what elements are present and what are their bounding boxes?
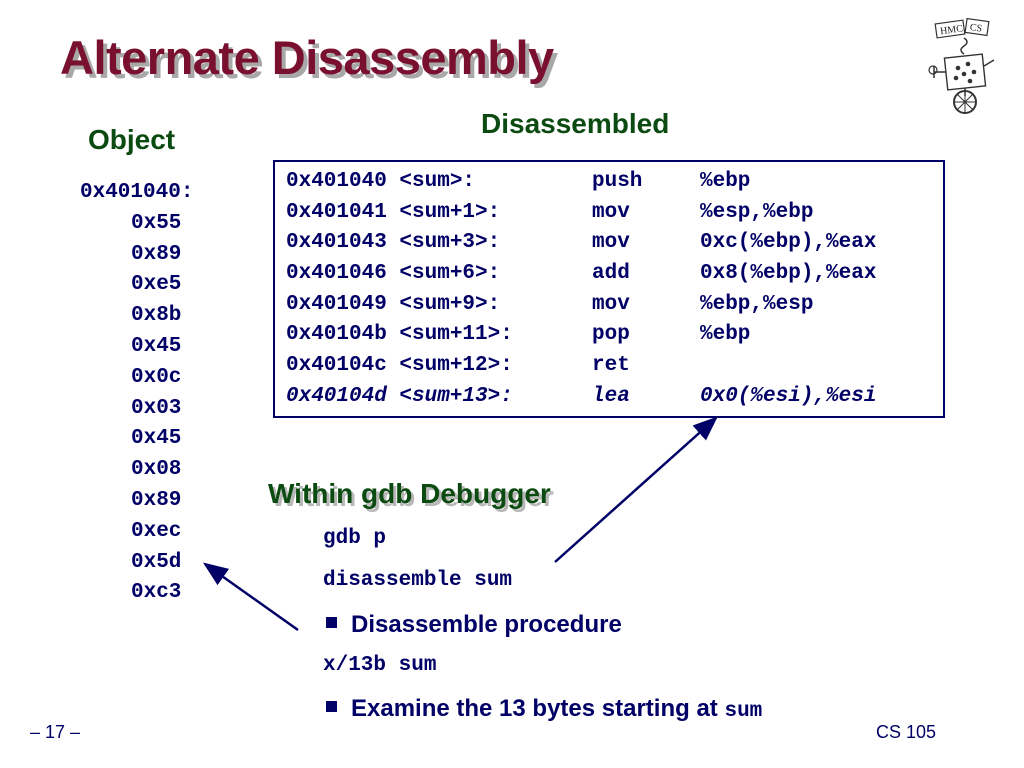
instruction-operands: %ebp,%esp bbox=[700, 292, 814, 316]
gdb-heading: Within gdb Debugger bbox=[268, 478, 551, 509]
instruction-operands: %ebp bbox=[700, 170, 751, 193]
bullet-square-icon bbox=[326, 617, 337, 629]
instruction-operands: 0x0(%esi),%esi bbox=[700, 384, 877, 408]
gdb-command: gdb p bbox=[323, 527, 387, 550]
object-byte: 0x08 bbox=[131, 458, 182, 482]
object-byte: 0x45 bbox=[131, 334, 182, 358]
disassembly-row: 0x401041 <sum+1>: mov %esp,%ebp bbox=[286, 201, 936, 232]
instruction-address: 0x401049 <sum+9>: bbox=[286, 292, 501, 316]
arrow-to-object-bytes bbox=[202, 562, 299, 632]
object-byte-list: 0x401040: 0x55 0x89 0xe5 0x8b 0x45 0x0c … bbox=[80, 178, 193, 609]
arrow-to-disassembly bbox=[554, 416, 718, 563]
bullet-text: Disassemble procedure bbox=[351, 611, 622, 638]
instruction-opcode: lea bbox=[592, 384, 630, 408]
bullet-item: Disassemble procedure bbox=[326, 611, 622, 639]
disassembly-row: 0x40104b <sum+11>: pop %ebp bbox=[286, 323, 936, 354]
page-number: – 17 – bbox=[30, 722, 81, 742]
disassembly-row: 0x40104c <sum+12>: ret bbox=[286, 354, 936, 385]
object-byte: 0x89 bbox=[131, 488, 182, 512]
bullet-text: Examine the 13 bytes starting at bbox=[351, 695, 725, 722]
bullet-item: Examine the 13 bytes starting at sum bbox=[326, 695, 762, 723]
object-heading: Object bbox=[88, 124, 176, 155]
disassembly-box: 0x401040 <sum>: push %ebp 0x401041 <sum+… bbox=[273, 160, 945, 418]
object-byte: 0x45 bbox=[131, 427, 182, 451]
object-byte: 0x8b bbox=[131, 304, 182, 328]
instruction-address: 0x401040 <sum>: bbox=[286, 170, 476, 193]
disassembly-row-padding: 0x40104d <sum+13>: lea 0x0(%esi),%esi bbox=[286, 385, 936, 416]
slide-title: Alternate Disassembly bbox=[60, 31, 554, 84]
gdb-command: disassemble sum bbox=[323, 569, 513, 592]
instruction-operands: %ebp bbox=[700, 323, 751, 347]
disassembly-row: 0x401040 <sum>: push %ebp bbox=[286, 170, 936, 201]
object-byte: 0xc3 bbox=[131, 581, 182, 605]
bullet-square-icon bbox=[326, 701, 337, 713]
instruction-opcode: mov bbox=[592, 200, 630, 224]
object-byte: 0xe5 bbox=[131, 273, 182, 297]
instruction-opcode: ret bbox=[592, 354, 630, 378]
course-label: CS 105 bbox=[876, 722, 937, 742]
instruction-opcode: add bbox=[592, 262, 630, 286]
bullet-inline-code: sum bbox=[724, 700, 763, 723]
gdb-command: x/13b sum bbox=[323, 654, 437, 677]
object-byte: 0x55 bbox=[131, 211, 182, 235]
disassembly-row: 0x401046 <sum+6>: add 0x8(%ebp),%eax bbox=[286, 262, 936, 293]
object-byte: 0x03 bbox=[131, 396, 182, 420]
instruction-address: 0x40104c <sum+12>: bbox=[286, 354, 513, 378]
object-byte: 0x89 bbox=[131, 242, 182, 266]
instruction-opcode: mov bbox=[592, 231, 630, 255]
object-byte: 0xec bbox=[131, 519, 182, 543]
object-byte: 0x5d bbox=[131, 550, 182, 574]
instruction-address: 0x40104d <sum+13>: bbox=[286, 384, 513, 408]
instruction-opcode: mov bbox=[592, 292, 630, 316]
object-address: 0x401040: bbox=[80, 181, 194, 204]
logo-text-right: CS bbox=[969, 22, 983, 35]
instruction-operands: 0x8(%ebp),%eax bbox=[700, 262, 877, 286]
instruction-opcode: pop bbox=[592, 323, 630, 347]
disassembly-row: 0x401043 <sum+3>: mov 0xc(%ebp),%eax bbox=[286, 231, 936, 262]
logo-text-left: HMC bbox=[940, 23, 964, 37]
instruction-address: 0x401046 <sum+6>: bbox=[286, 262, 501, 286]
disassembled-heading: Disassembled bbox=[481, 108, 670, 139]
instruction-opcode: push bbox=[592, 170, 643, 193]
instruction-operands: %esp,%ebp bbox=[700, 200, 814, 224]
disassembly-row: 0x401049 <sum+9>: mov %ebp,%esp bbox=[286, 293, 936, 324]
object-byte: 0x0c bbox=[131, 365, 182, 389]
instruction-address: 0x401043 <sum+3>: bbox=[286, 231, 501, 255]
hmc-cs-logo: HMC CS bbox=[928, 17, 995, 114]
instruction-address: 0x401041 <sum+1>: bbox=[286, 200, 501, 224]
instruction-operands: 0xc(%ebp),%eax bbox=[700, 231, 877, 255]
instruction-address: 0x40104b <sum+11>: bbox=[286, 323, 513, 347]
